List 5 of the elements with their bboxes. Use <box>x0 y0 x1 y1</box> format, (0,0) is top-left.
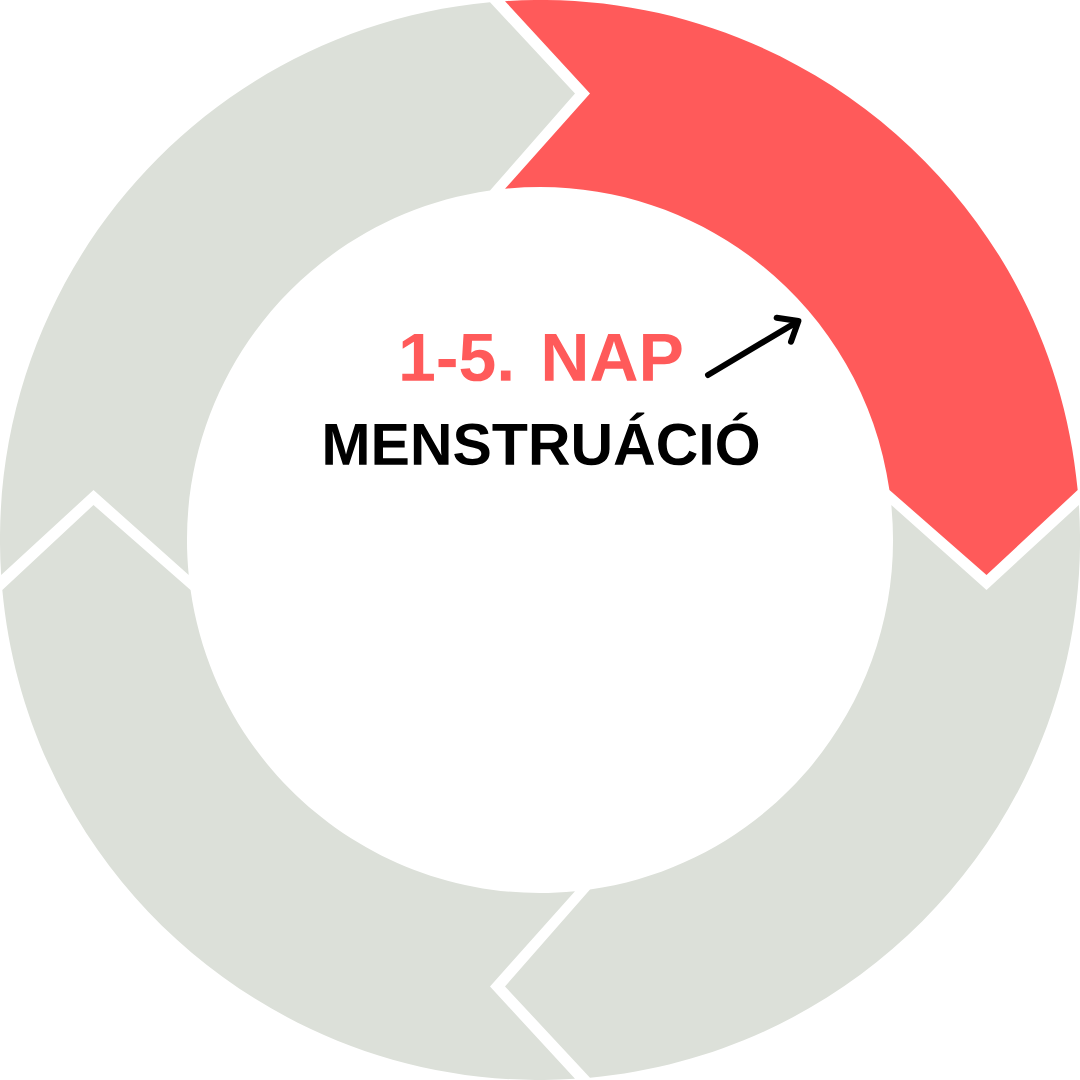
ring-segment <box>505 505 1079 1078</box>
day-range-label: 1-5. NAP <box>402 333 682 382</box>
phase-name: MENSTRUÁCIÓ <box>325 412 759 466</box>
arrow <box>705 314 802 378</box>
ring-segment <box>2 505 575 1079</box>
